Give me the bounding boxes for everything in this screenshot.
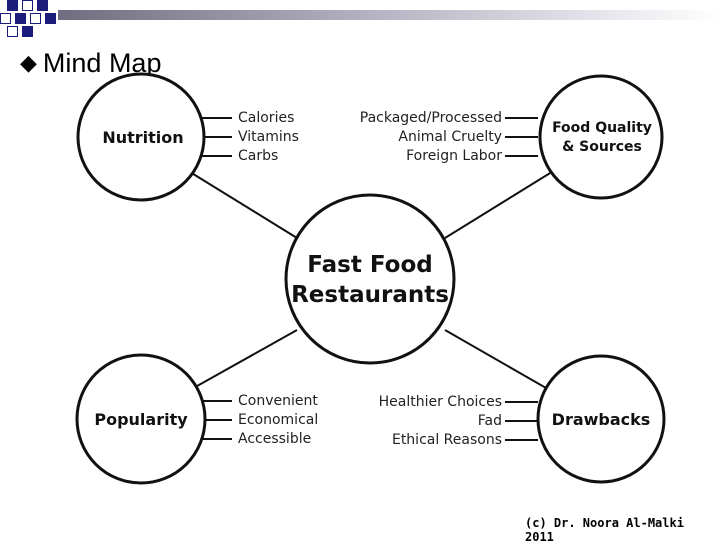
connector-popularity [189,329,298,391]
deco-square [45,13,56,24]
deco-square [0,13,11,24]
node-quality-line1: Food Quality [552,120,652,136]
center-node-line2: Restaurants [291,282,449,308]
center-node-line1: Fast Food [307,252,432,278]
diamond-bullet-icon: ◆ [20,51,37,76]
deco-square [22,0,33,11]
connector-nutrition [189,171,298,239]
connector-drawbacks [444,329,554,393]
popularity-item: Convenient [238,393,318,409]
header-decoration [0,0,720,44]
header-gradient-bar [58,10,720,20]
deco-square [30,13,41,24]
deco-square [22,26,33,37]
connector-quality [444,169,556,239]
popularity-item: Economical [238,412,318,428]
drawbacks-item: Healthier Choices [379,394,502,410]
center-node-circle [284,193,456,365]
nutrition-item: Calories [238,110,294,126]
quality-item: Animal Cruelty [398,129,502,145]
node-drawbacks-label: Drawbacks [552,410,651,429]
node-nutrition-circle [76,72,206,202]
popularity-item: Accessible [238,431,311,447]
node-popularity-label: Popularity [94,410,188,429]
drawbacks-item: Fad [478,413,502,429]
deco-square [7,26,18,37]
deco-square [15,13,26,24]
quality-item: Foreign Labor [406,148,502,164]
drawbacks-item: Ethical Reasons [392,432,502,448]
node-popularity-circle [75,353,207,485]
deco-square [7,0,18,11]
nutrition-item: Vitamins [238,129,299,145]
deco-square [37,0,48,11]
node-quality-line2: & Sources [562,139,642,155]
node-quality-circle [538,74,664,200]
node-drawbacks-circle [536,354,666,484]
quality-item: Packaged/Processed [360,110,502,126]
node-nutrition-label: Nutrition [102,128,183,147]
nutrition-item: Carbs [238,148,278,164]
